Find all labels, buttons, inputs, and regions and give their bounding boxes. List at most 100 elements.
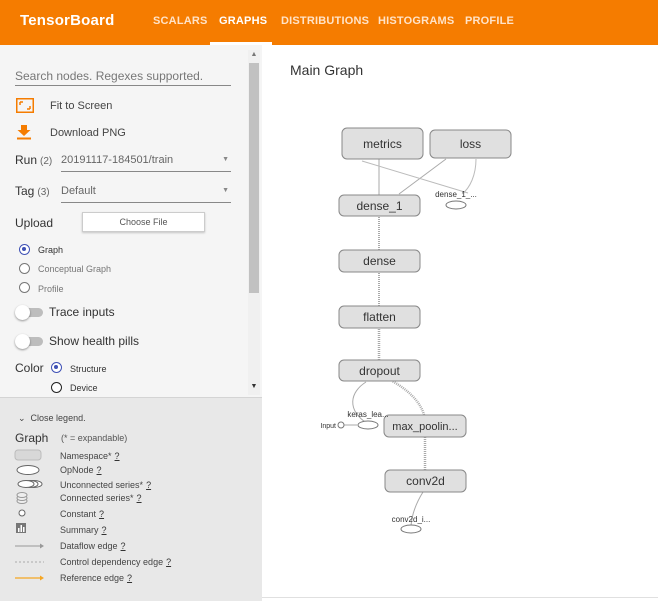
graph-node-conv2d — [384, 469, 467, 493]
legend-item-control-edge: Control dependency edge? — [60, 557, 171, 567]
graph-radio[interactable] — [19, 244, 30, 255]
tab-distributions[interactable]: DISTRIBUTIONS — [281, 15, 370, 27]
legend-label: Reference edge — [60, 573, 125, 583]
color-device-label[interactable]: Device — [70, 383, 98, 393]
legend-item-namespace: Namespace*? — [60, 451, 120, 461]
legend-item-dataflow-edge: Dataflow edge? — [60, 541, 126, 551]
search-input[interactable] — [15, 66, 231, 86]
legend-item-connected-series: Connected series*? — [60, 493, 142, 503]
conceptual-graph-radio[interactable] — [19, 263, 30, 274]
scroll-up-icon[interactable]: ▲ — [250, 51, 258, 58]
constant-icon — [18, 509, 26, 517]
legend-help-link[interactable]: ? — [120, 541, 126, 551]
tag-caret-icon: ▼ — [222, 187, 229, 194]
legend-help-link[interactable]: ? — [166, 557, 172, 567]
tab-graphs[interactable]: GRAPHS — [219, 15, 268, 27]
chevron-down-icon: ⌄ — [18, 413, 26, 423]
fit-to-screen-icon[interactable] — [16, 98, 34, 113]
legend-label: Unconnected series* — [60, 480, 144, 490]
legend-label: Control dependency edge — [60, 557, 164, 567]
download-png-button[interactable]: Download PNG — [50, 127, 126, 139]
choose-file-button[interactable]: Choose File — [82, 212, 205, 232]
graph-node-dropout — [338, 359, 421, 382]
node-label-keras-aux: keras_lea... — [347, 410, 388, 419]
graph-node-metrics — [341, 127, 424, 160]
opnode-icon — [16, 465, 40, 475]
run-label-text: Run — [15, 153, 38, 167]
graph-node-flatten — [338, 305, 421, 329]
color-structure-radio[interactable] — [51, 362, 62, 373]
top-app-bar: TensorBoard SCALARS GRAPHS DISTRIBUTIONS… — [0, 0, 658, 45]
unconnected-series-icon — [17, 480, 43, 488]
run-caret-icon: ▼ — [222, 156, 229, 163]
legend-label: Namespace* — [60, 451, 112, 461]
graph-canvas[interactable]: metrics loss dense_1 dense flatten dropo… — [262, 45, 658, 597]
node-label-input: Input — [320, 423, 336, 430]
download-icon[interactable] — [16, 125, 34, 140]
health-pills-toggle[interactable] — [15, 334, 43, 349]
run-count: (2) — [40, 156, 53, 167]
namespace-icon — [14, 449, 42, 461]
legend-help-link[interactable]: ? — [136, 493, 142, 503]
upload-label: Upload — [15, 216, 54, 230]
node-label-dense-1-aux: dense_1_... — [435, 190, 477, 199]
graph-node-dense-1 — [338, 194, 421, 217]
node-label-dense: dense — [363, 254, 396, 268]
legend-help-link[interactable]: ? — [96, 465, 102, 475]
legend-item-opnode: OpNode? — [60, 465, 102, 475]
legend-help-link[interactable]: ? — [127, 573, 133, 583]
legend-subtitle: (* = expandable) — [61, 433, 128, 443]
trace-inputs-label: Trace inputs — [49, 305, 115, 319]
legend-help-link[interactable]: ? — [101, 525, 107, 535]
legend-label: Dataflow edge — [60, 541, 118, 551]
reference-edge-icon — [15, 575, 44, 581]
tab-histograms[interactable]: HISTOGRAMS — [378, 15, 455, 27]
active-tab-indicator — [210, 42, 272, 45]
node-label-metrics: metrics — [363, 137, 402, 151]
legend-label: Summary — [60, 525, 99, 535]
health-pills-label: Show health pills — [49, 334, 140, 348]
opnode-dense-1-aux — [445, 200, 467, 210]
fit-to-screen-button[interactable]: Fit to Screen — [50, 100, 113, 112]
legend-help-link[interactable]: ? — [146, 480, 152, 490]
run-select[interactable]: 20191117-184501/train ▼ — [61, 154, 231, 172]
legend-panel — [0, 397, 262, 601]
legend-label: Constant — [60, 509, 97, 519]
opnode-keras-aux — [357, 420, 379, 430]
legend-help-link[interactable]: ? — [99, 509, 105, 519]
sidebar-scroll-thumb[interactable] — [249, 63, 259, 293]
brand-title: TensorBoard — [20, 12, 115, 29]
legend-icons — [14, 449, 44, 581]
graph-node-loss — [429, 129, 512, 159]
tag-label-text: Tag — [15, 184, 35, 198]
node-label-dense-1: dense_1 — [356, 199, 402, 213]
input-constant-node — [337, 421, 345, 429]
scroll-down-icon[interactable]: ▼ — [250, 383, 258, 390]
main-graph-title: Main Graph — [290, 62, 364, 78]
close-legend-button[interactable]: ⌄Close legend. — [18, 413, 86, 424]
node-label-flatten: flatten — [363, 310, 396, 324]
summary-icon — [16, 523, 26, 533]
color-device-radio[interactable] — [51, 382, 62, 393]
color-structure-label[interactable]: Structure — [70, 364, 107, 374]
graph-radio-label[interactable]: Graph — [38, 245, 64, 255]
color-label: Color — [15, 361, 44, 375]
node-label-conv2d: conv2d — [406, 474, 445, 488]
bottom-divider — [262, 597, 658, 598]
tab-profile[interactable]: PROFILE — [465, 15, 515, 27]
legend-help-link[interactable]: ? — [114, 451, 120, 461]
legend-item-constant: Constant? — [60, 509, 104, 519]
dataflow-edge-icon — [15, 543, 44, 549]
tag-label: Tag(3) — [15, 184, 50, 198]
node-label-conv2d-aux: conv2d_i... — [392, 515, 431, 524]
conceptual-graph-radio-label[interactable]: Conceptual Graph — [38, 264, 112, 274]
tab-scalars[interactable]: SCALARS — [153, 15, 208, 27]
trace-inputs-toggle[interactable] — [15, 305, 43, 320]
profile-radio[interactable] — [19, 282, 30, 293]
tag-select-value: Default — [61, 185, 96, 197]
node-label-dropout: dropout — [359, 364, 400, 378]
legend-label: Connected series* — [60, 493, 134, 503]
legend-item-reference-edge: Reference edge? — [60, 573, 132, 583]
profile-radio-label[interactable]: Profile — [38, 284, 64, 294]
tag-select[interactable]: Default ▼ — [61, 185, 231, 203]
